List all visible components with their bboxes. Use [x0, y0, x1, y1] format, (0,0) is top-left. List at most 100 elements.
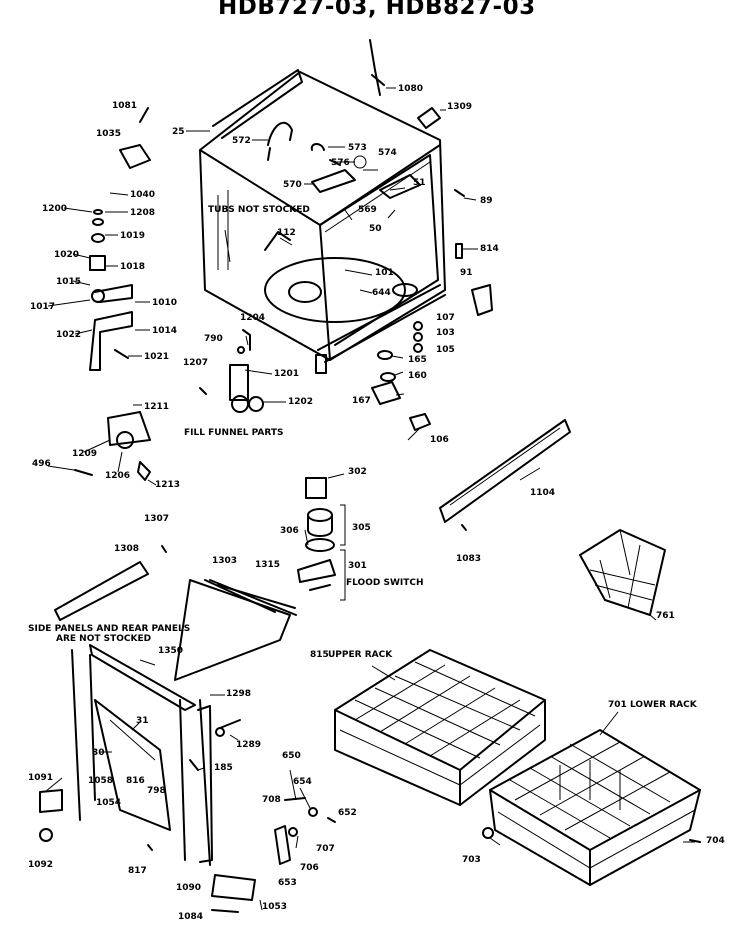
part-label: 1201 [274, 369, 300, 379]
part-label: 817 [128, 866, 147, 876]
part-label: 1289 [236, 740, 262, 750]
part-label: 816 [126, 776, 145, 786]
part-label: 1303 [212, 556, 238, 566]
rack-rail [439, 419, 571, 531]
part-label: 1040 [130, 190, 156, 200]
lower-rack [482, 729, 701, 886]
part-label: 1309 [447, 102, 473, 112]
flood-switch-caption: FLOOD SWITCH [346, 578, 424, 588]
part-label: 706 [300, 863, 319, 873]
lower-rack-caption: LOWER RACK [630, 700, 697, 710]
upper-rack-caption: UPPER RACK [328, 650, 393, 660]
part-label: 305 [352, 523, 371, 533]
part-label: 302 [348, 467, 367, 477]
part-label: 1307 [144, 514, 170, 524]
part-label: 30 [92, 748, 105, 758]
part-label: 1298 [226, 689, 252, 699]
part-label: 306 [280, 526, 299, 536]
part-label: 106 [430, 435, 449, 445]
part-label: 91 [460, 268, 473, 278]
part-label: 650 [282, 751, 301, 761]
part-label: 704 [706, 836, 725, 846]
part-label: 1206 [105, 471, 131, 481]
part-label: 761 [656, 611, 675, 621]
part-label: 160 [408, 371, 427, 381]
part-label: 703 [462, 855, 481, 865]
door-latch-parts [274, 797, 336, 865]
model-title: HDB727-03, HDB827-03 [218, 0, 536, 20]
part-label: 107 [436, 313, 455, 323]
part-label: 1200 [42, 204, 68, 214]
silverware-basket [579, 529, 666, 616]
part-label: 1058 [88, 776, 114, 786]
part-label: 576 [331, 158, 350, 168]
part-label: 112 [277, 228, 296, 238]
upper-rack [334, 649, 546, 806]
part-label: 815 [310, 650, 329, 660]
part-label: 701 [608, 700, 627, 710]
part-label: 165 [408, 355, 427, 365]
part-label: 25 [172, 127, 185, 137]
part-label: 1081 [112, 101, 138, 111]
part-label: 496 [32, 459, 51, 469]
part-label: 1054 [96, 798, 122, 808]
part-label: 707 [316, 844, 335, 854]
part-label: 1021 [144, 352, 170, 362]
part-label: 574 [378, 148, 397, 158]
part-label: 1091 [28, 773, 54, 783]
part-label: 572 [232, 136, 251, 146]
part-label: 103 [436, 328, 455, 338]
part-label: 1090 [176, 883, 202, 893]
part-label: 1080 [398, 84, 424, 94]
part-label: 1083 [456, 554, 482, 564]
flood-switch-parts [297, 477, 346, 601]
tub-upper-parts [267, 39, 493, 431]
part-label: 105 [436, 345, 455, 355]
part-label: 1022 [56, 330, 82, 340]
part-label: 1084 [178, 912, 204, 922]
part-label: 570 [283, 180, 302, 190]
door-and-panels [39, 545, 297, 913]
tub [199, 69, 446, 374]
part-label: 573 [348, 143, 367, 153]
part-label: 1315 [255, 560, 281, 570]
fill-funnel-parts [199, 329, 264, 413]
part-label: 708 [262, 795, 281, 805]
fill-funnel-parts-caption: FILL FUNNEL PARTS [184, 428, 284, 438]
part-label: 652 [338, 808, 357, 818]
part-label: 644 [372, 288, 391, 298]
part-label: 814 [480, 244, 499, 254]
part-label: 301 [348, 561, 367, 571]
part-label: 1204 [240, 313, 266, 323]
part-label: 1035 [96, 129, 122, 139]
part-label: 51 [413, 178, 426, 188]
part-label: 1209 [72, 449, 98, 459]
part-label: 1019 [120, 231, 146, 241]
part-label: 50 [369, 224, 382, 234]
part-label: 798 [147, 786, 166, 796]
part-label: 653 [278, 878, 297, 888]
part-label: 31 [136, 716, 149, 726]
part-label: 1053 [262, 902, 288, 912]
part-label: 1014 [152, 326, 178, 336]
part-label: 101 [375, 268, 394, 278]
part-label: 790 [204, 334, 223, 344]
part-label: 1104 [530, 488, 556, 498]
part-label: 1208 [130, 208, 156, 218]
part-label: 569 [358, 205, 377, 215]
part-label: 1017 [30, 302, 56, 312]
part-label: 1207 [183, 358, 209, 368]
part-label: 1202 [288, 397, 314, 407]
part-label: 1092 [28, 860, 54, 870]
part-label: 1015 [56, 277, 82, 287]
tubs-not-stocked-caption: TUBS NOT STOCKED [208, 205, 310, 215]
part-label: 1350 [158, 646, 184, 656]
part-label: 1010 [152, 298, 178, 308]
part-label: 1211 [144, 402, 170, 412]
part-label: 167 [352, 396, 371, 406]
part-label: 654 [293, 777, 312, 787]
part-label: 1213 [155, 480, 181, 490]
part-label: 185 [214, 763, 233, 773]
